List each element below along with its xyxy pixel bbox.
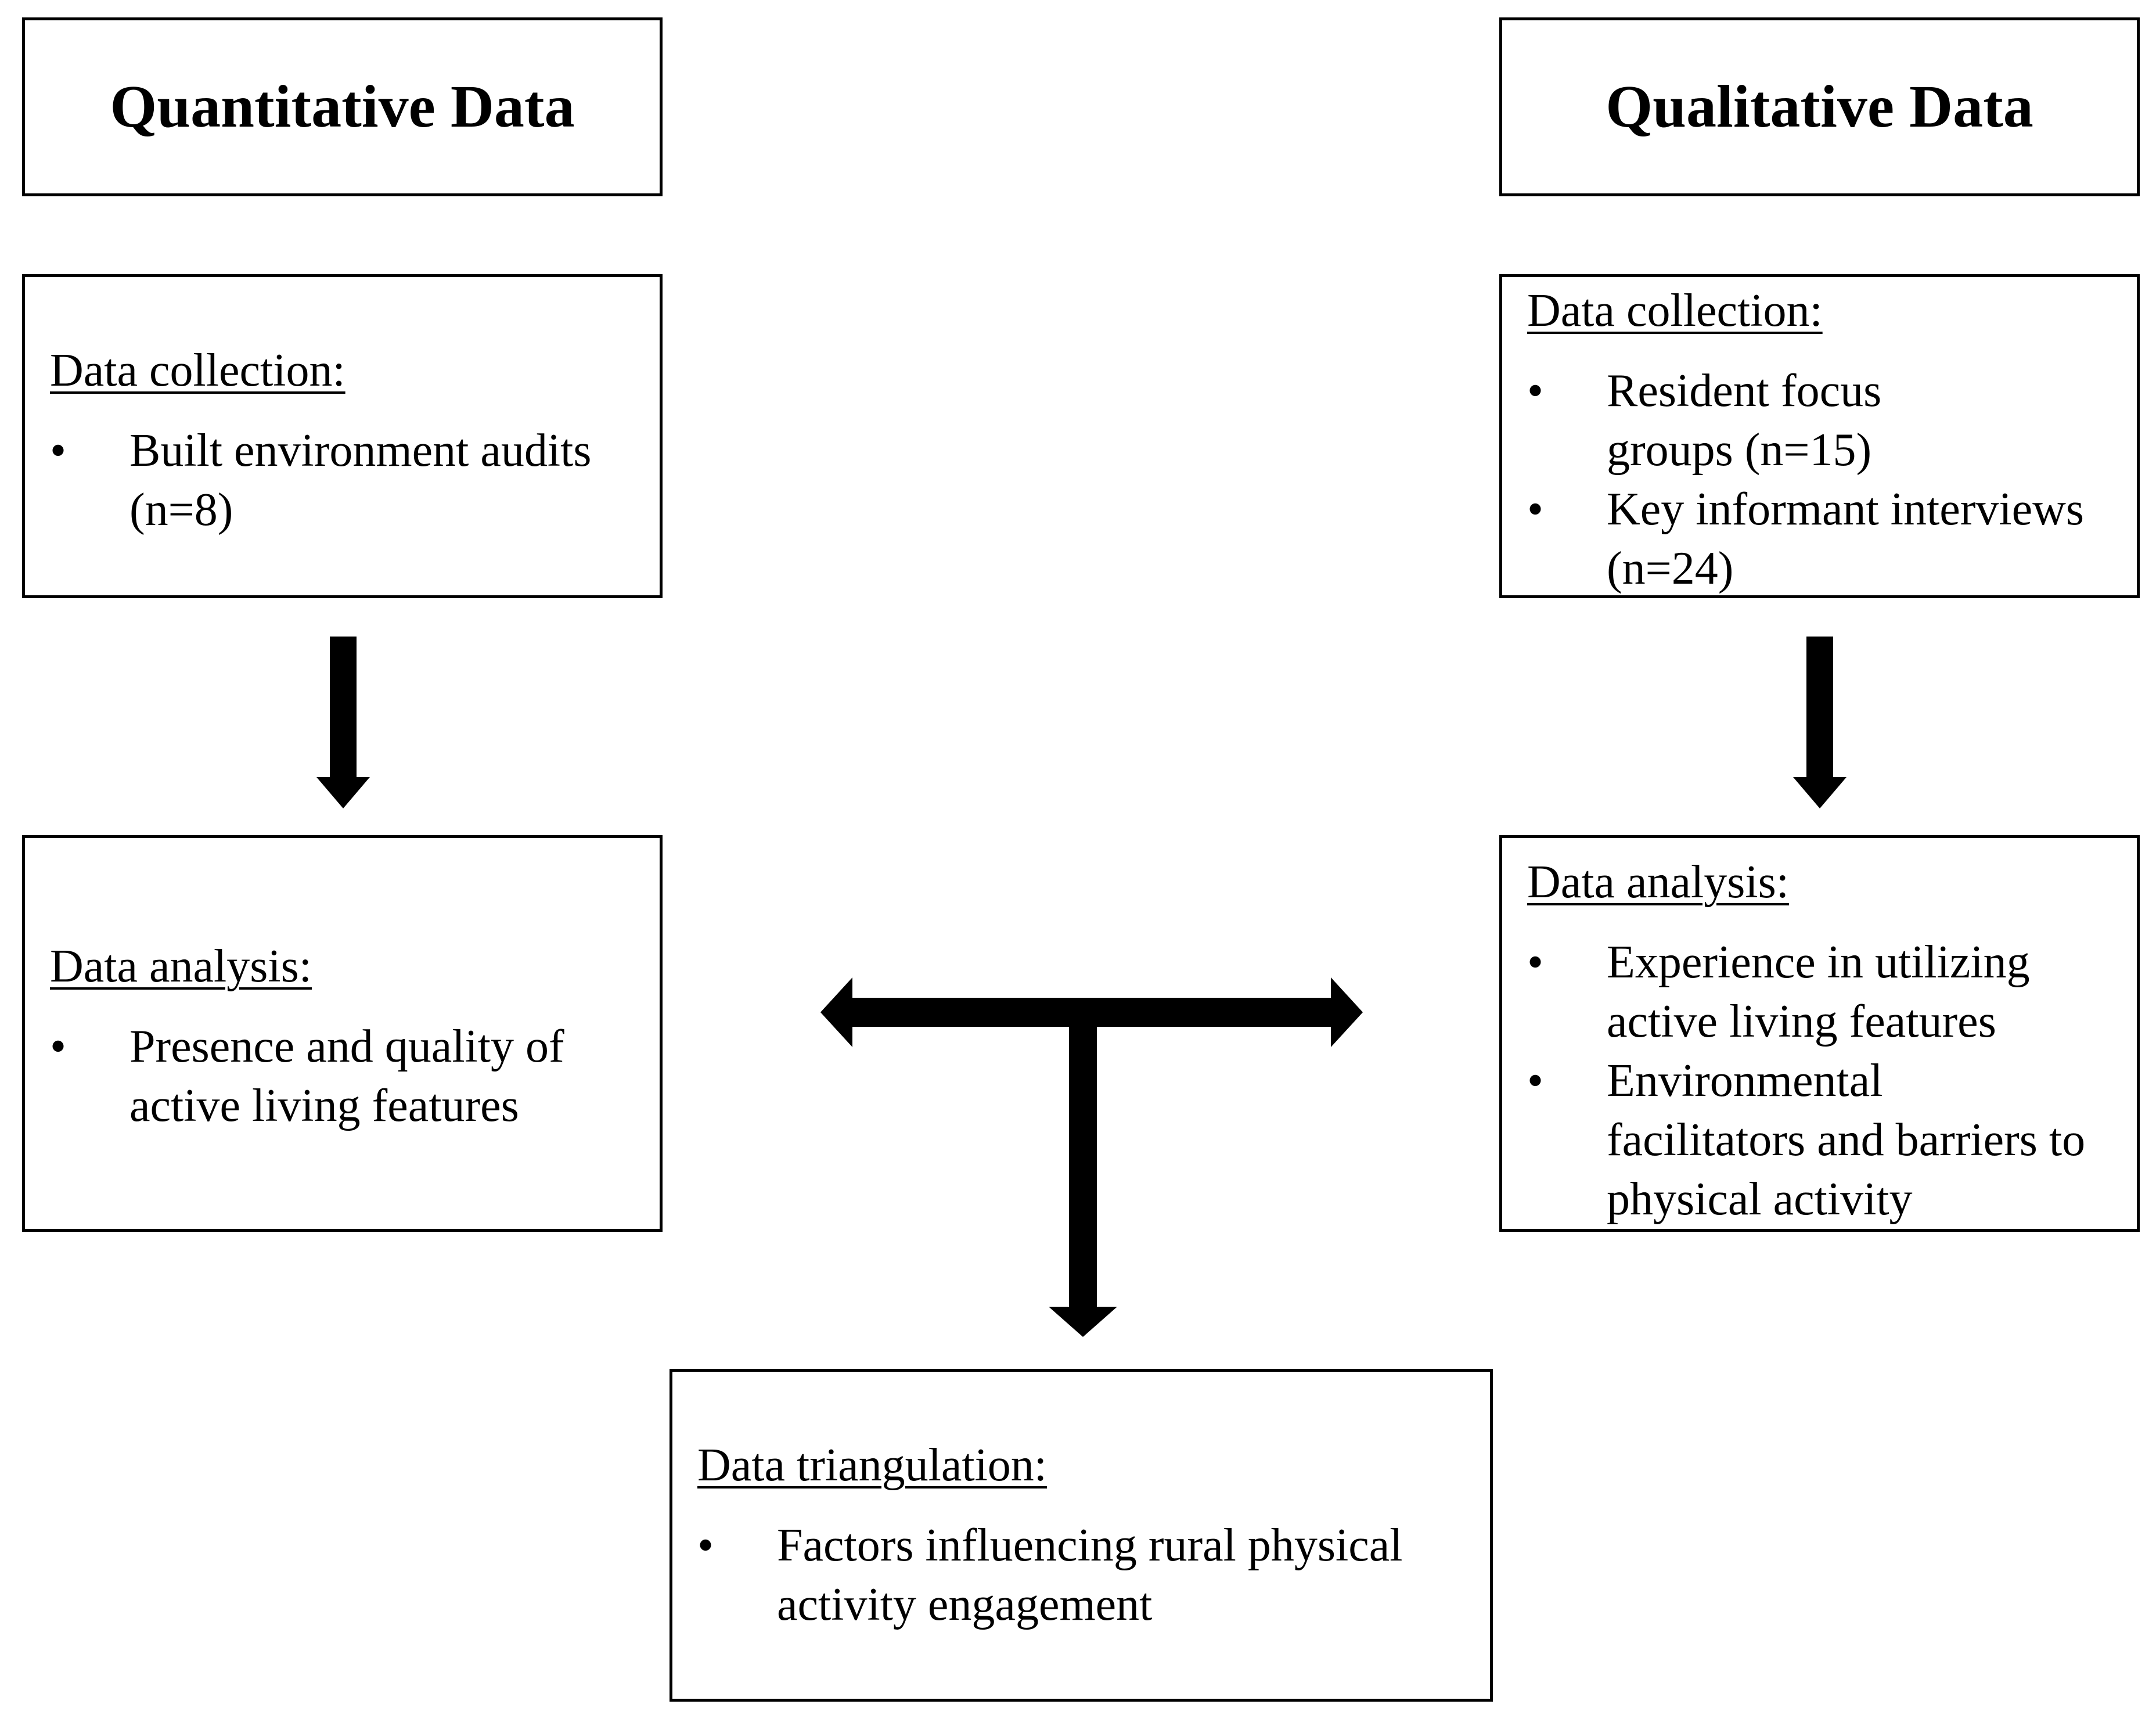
qualitative-analysis-heading: Data analysis: xyxy=(1527,857,1789,908)
list-item-text: Built environment audits (n=8) xyxy=(129,425,592,535)
qualitative-analysis-box: Data analysis: • Experience in utilizing… xyxy=(1499,835,2140,1232)
list-item: • Key informant interviews (n=24) xyxy=(1527,480,2125,598)
qualitative-collection-box: Data collection: • Resident focus groups… xyxy=(1499,274,2140,598)
list-item-text: Experience in utilizing active living fe… xyxy=(1607,937,2030,1047)
bullet-icon: • xyxy=(1527,1055,1544,1106)
list-item: • Presence and quality of active living … xyxy=(50,1017,648,1135)
bullet-icon: • xyxy=(1527,365,1544,416)
list-item: • Environmental facilitators and barrier… xyxy=(1527,1051,2125,1229)
list-item-text: Environmental facilitators and barriers … xyxy=(1607,1055,2086,1225)
bullet-icon: • xyxy=(50,425,67,476)
list-item: • Factors influencing rural physical act… xyxy=(697,1516,1478,1634)
bullet-icon: • xyxy=(50,1021,67,1072)
quantitative-analysis-list: • Presence and quality of active living … xyxy=(50,1017,648,1135)
triangulation-heading: Data triangulation: xyxy=(697,1440,1048,1491)
quantitative-analysis-heading: Data analysis: xyxy=(50,941,312,992)
quantitative-collection-box: Data collection: • Built environment aud… xyxy=(22,274,663,598)
left-down-arrow xyxy=(316,637,370,808)
qualitative-collection-heading: Data collection: xyxy=(1527,285,1823,336)
quantitative-analysis-box: Data analysis: • Presence and quality of… xyxy=(22,835,663,1232)
list-item: • Experience in utilizing active living … xyxy=(1527,933,2125,1051)
qualitative-analysis-list: • Experience in utilizing active living … xyxy=(1527,933,2125,1229)
bullet-icon: • xyxy=(697,1520,714,1571)
qualitative-title: Qualitative Data xyxy=(1606,73,2033,140)
list-item: • Resident focus groups (n=15) xyxy=(1527,361,2125,480)
list-item-text: Key informant interviews (n=24) xyxy=(1607,484,2084,594)
quantitative-collection-heading: Data collection: xyxy=(50,345,345,396)
triangulation-list: • Factors influencing rural physical act… xyxy=(697,1516,1478,1634)
list-item-text: Presence and quality of active living fe… xyxy=(129,1021,564,1131)
list-item: • Built environment audits (n=8) xyxy=(50,421,648,540)
right-down-arrow xyxy=(1793,637,1847,808)
quantitative-header-box: Quantitative Data xyxy=(22,17,663,196)
bullet-icon: • xyxy=(1527,937,1544,988)
bullet-icon: • xyxy=(1527,484,1544,535)
triangulation-box: Data triangulation: • Factors influencin… xyxy=(670,1369,1493,1702)
quantitative-collection-list: • Built environment audits (n=8) xyxy=(50,421,648,540)
list-item-text: Resident focus groups (n=15) xyxy=(1607,365,1882,476)
list-item-text: Factors influencing rural physical activ… xyxy=(777,1520,1403,1630)
qualitative-header-box: Qualitative Data xyxy=(1499,17,2140,196)
quantitative-title: Quantitative Data xyxy=(110,73,575,140)
qualitative-collection-list: • Resident focus groups (n=15) • Key inf… xyxy=(1527,361,2125,598)
center-down-arrow xyxy=(1049,1012,1117,1337)
